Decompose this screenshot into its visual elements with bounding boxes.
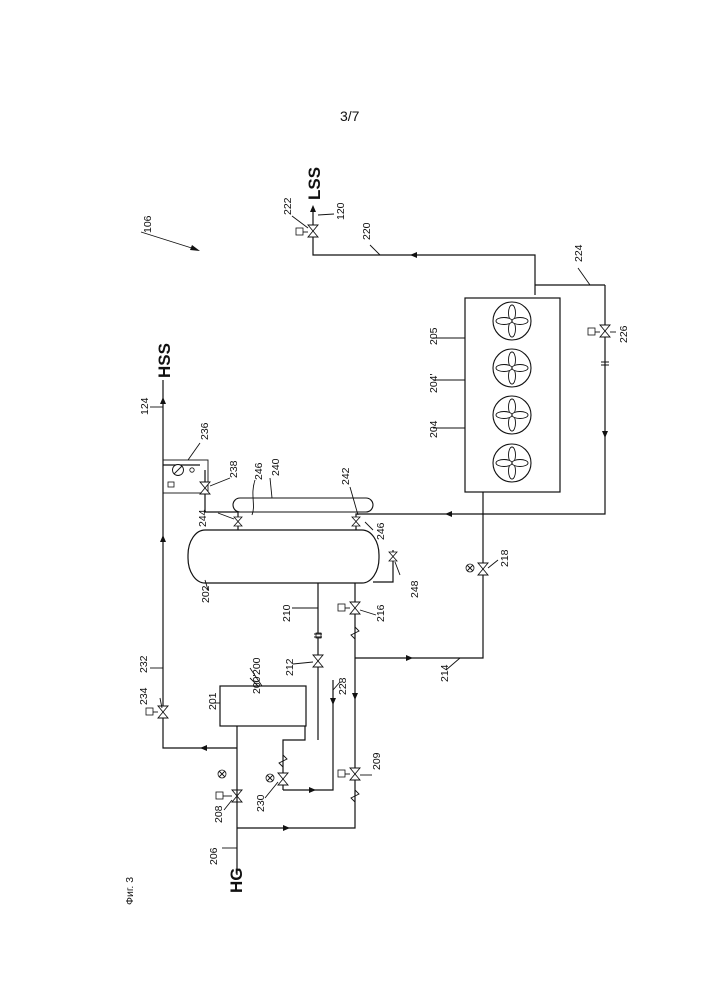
valve-234-icon	[146, 706, 168, 718]
ref-244: 244	[197, 509, 209, 527]
leader-106-arrow	[190, 245, 200, 251]
fan-icon	[493, 302, 531, 340]
valve-248-icon	[389, 552, 397, 561]
sensor-236-icon	[190, 468, 194, 472]
leader-212	[293, 662, 313, 664]
arrow-220	[410, 252, 417, 258]
actuator-236-icon	[168, 482, 174, 487]
ref-106: 106	[142, 215, 154, 233]
pipe-242	[356, 514, 372, 530]
valve-216-icon	[338, 602, 360, 614]
valve-226-icon	[588, 325, 610, 337]
leader-244	[218, 513, 234, 519]
valve-209-icon	[338, 768, 360, 780]
leader-220	[370, 245, 380, 255]
leader-236	[188, 443, 200, 460]
fan-icon	[493, 349, 531, 387]
stream-lss-label: LSS	[305, 167, 324, 200]
arrow-228-bottom	[309, 787, 316, 793]
ref-200-prime: 200'	[251, 674, 263, 694]
ref-234: 234	[138, 687, 150, 705]
leader-224	[578, 268, 590, 285]
ref-205: 205	[428, 327, 440, 345]
arrow-lss	[310, 205, 316, 212]
ref-246-lower: 246	[375, 522, 387, 540]
ref-124: 124	[139, 397, 151, 415]
arrow-to-232	[200, 745, 207, 751]
ref-218: 218	[499, 549, 511, 567]
ref-248: 248	[409, 580, 421, 598]
ref-209: 209	[371, 752, 383, 770]
ref-216: 216	[375, 604, 387, 622]
figure-caption: Фиг. 3	[124, 877, 136, 905]
ref-201: 201	[207, 692, 219, 710]
ref-222: 222	[282, 197, 294, 215]
arrow-224-down	[602, 431, 608, 438]
vessel-201	[220, 686, 306, 726]
stream-hg-label: HG	[227, 868, 246, 894]
fan-icon	[493, 396, 531, 434]
ref-236: 236	[199, 422, 211, 440]
ref-232: 232	[138, 655, 150, 673]
leader-216	[360, 610, 376, 615]
ref-220: 220	[361, 222, 373, 240]
ref-226: 226	[618, 325, 630, 343]
valve-242-icon	[352, 517, 360, 526]
leader-222	[292, 216, 308, 228]
ref-228: 228	[337, 677, 349, 695]
ref-246-upper: 246	[253, 462, 265, 480]
ref-208: 208	[213, 805, 225, 823]
ref-230: 230	[255, 794, 267, 812]
valve-244-icon	[234, 517, 242, 526]
ref-200: 200	[251, 657, 263, 675]
ref-204-prime: 204'	[428, 373, 440, 393]
ref-206: 206	[208, 847, 220, 865]
arrow-hss	[160, 397, 166, 404]
leader-246b	[365, 522, 373, 530]
ref-210: 210	[281, 604, 293, 622]
pipe-244-238	[205, 470, 238, 530]
pipe-220	[313, 210, 535, 295]
leader-106	[141, 232, 198, 250]
ref-224: 224	[573, 244, 585, 262]
arrow-209-up	[352, 693, 358, 700]
arrow-return	[445, 511, 452, 517]
ref-214: 214	[439, 664, 451, 682]
fan-icon	[493, 444, 531, 482]
valve-208-icon	[216, 770, 242, 802]
leader-240	[270, 478, 272, 498]
ref-202: 202	[200, 585, 212, 603]
leader-248	[395, 562, 400, 575]
pipe-230	[283, 725, 305, 790]
leader-120	[318, 214, 334, 215]
ref-240: 240	[270, 458, 282, 476]
vessel-202	[188, 530, 379, 583]
ref-242: 242	[340, 467, 352, 485]
ref-212: 212	[284, 658, 296, 676]
valve-238-icon	[200, 482, 210, 494]
leader-208	[224, 800, 232, 810]
arrow-228-up	[330, 698, 336, 705]
ref-120: 120	[335, 202, 347, 220]
stream-hss-label: HSS	[155, 343, 174, 378]
arrow-214	[406, 655, 413, 661]
heater-240	[233, 498, 373, 512]
leader-218	[488, 560, 498, 568]
leader-238	[210, 478, 230, 486]
arrow-bypass	[283, 825, 290, 831]
arrow-232-up	[160, 535, 166, 542]
ref-238: 238	[228, 460, 240, 478]
ref-204: 204	[428, 420, 440, 438]
valve-218-icon	[466, 563, 488, 575]
